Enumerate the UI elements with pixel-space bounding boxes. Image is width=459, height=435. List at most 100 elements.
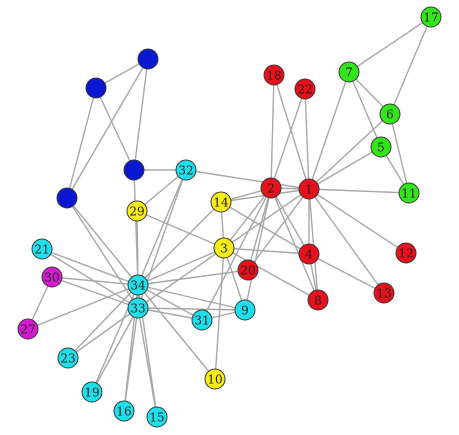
- node-5: 5: [370, 136, 392, 158]
- node-circle: [57, 347, 79, 369]
- edge-n19-n33: [91, 307, 139, 393]
- edge-b2-b3: [133, 58, 149, 171]
- edge-b4-n34: [66, 197, 139, 286]
- node-circle: [191, 309, 213, 331]
- node-circle: [338, 61, 360, 83]
- node-label: 29: [129, 205, 144, 219]
- node-circle: [41, 266, 63, 288]
- edge-n2-n31: [201, 187, 272, 321]
- node-2: 2: [260, 177, 282, 199]
- edge-n1-n13: [308, 188, 385, 294]
- node-4: 4: [298, 243, 320, 265]
- node-label: 30: [44, 271, 59, 285]
- node-12: 12: [395, 242, 417, 264]
- edge-n1-n32: [185, 169, 310, 190]
- node-circle: [113, 400, 135, 422]
- edge-n1-n3: [223, 188, 310, 249]
- node-label: 12: [398, 247, 413, 261]
- node-19: 19: [81, 381, 103, 403]
- edge-n14-n34: [137, 201, 222, 286]
- edge-n1-n20: [247, 188, 310, 271]
- edge-n2-n22: [270, 88, 306, 189]
- node-15: 15: [146, 406, 168, 428]
- node-circle: [81, 381, 103, 403]
- edge-n3-n29: [136, 210, 225, 249]
- node-circle: [398, 182, 420, 204]
- node-18: 18: [263, 64, 285, 86]
- node-b3: [123, 159, 145, 181]
- node-label: 32: [178, 164, 193, 178]
- node-circle: [175, 159, 197, 181]
- node-7: 7: [338, 61, 360, 83]
- node-34: 34: [127, 274, 149, 296]
- node-8: 8: [307, 289, 329, 311]
- node-circle: [127, 297, 149, 319]
- node-13: 13: [373, 282, 395, 304]
- node-circle: [126, 200, 148, 222]
- node-circle: [294, 78, 316, 100]
- node-label: 31: [194, 314, 209, 328]
- edge-n1-n8: [308, 188, 319, 301]
- node-9: 9: [234, 299, 256, 321]
- node-circle: [17, 318, 39, 340]
- edge-n2-n4: [270, 187, 310, 255]
- edge-b1-b4: [66, 87, 97, 199]
- node-23: 23: [57, 347, 79, 369]
- node-label: 18: [266, 69, 281, 83]
- edge-b1-b3: [95, 87, 135, 171]
- node-circle: [237, 259, 259, 281]
- edge-n3-n10: [214, 247, 225, 380]
- node-30: 30: [41, 266, 63, 288]
- node-32: 32: [175, 159, 197, 181]
- node-22: 22: [294, 78, 316, 100]
- edge-n29-n32: [136, 169, 187, 212]
- node-circle: [373, 282, 395, 304]
- edge-n2-n20: [247, 187, 272, 271]
- node-circle: [213, 237, 235, 259]
- node-circle: [307, 289, 329, 311]
- edge-n30-n34: [51, 276, 139, 286]
- node-14: 14: [210, 191, 232, 213]
- node-circle: [379, 103, 401, 125]
- node-20: 20: [237, 259, 259, 281]
- node-circle: [56, 187, 78, 209]
- edge-n21-n34: [41, 248, 139, 286]
- node-label: 20: [240, 264, 255, 278]
- node-3: 3: [213, 237, 235, 259]
- node-circle: [263, 64, 285, 86]
- edge-n1-n12: [308, 188, 407, 254]
- node-label: 27: [20, 323, 35, 337]
- node-circle: [298, 178, 320, 200]
- edges-layer: [27, 16, 432, 418]
- node-29: 29: [126, 200, 148, 222]
- node-label: 14: [213, 196, 229, 210]
- edge-n20-n34: [137, 269, 249, 286]
- edge-n7-n17: [348, 16, 432, 73]
- edge-n1-n18: [273, 74, 310, 190]
- node-label: 10: [207, 373, 222, 387]
- node-label: 4: [305, 248, 313, 262]
- edge-n3-n4: [223, 247, 310, 255]
- edge-n3-n33: [137, 247, 225, 309]
- node-b4: [56, 187, 78, 209]
- node-31: 31: [191, 309, 213, 331]
- node-label: 15: [149, 411, 164, 425]
- node-label: 2: [267, 182, 275, 196]
- node-label: 13: [376, 287, 391, 301]
- node-circle: [260, 177, 282, 199]
- node-circle: [395, 242, 417, 264]
- edge-n3-n34: [137, 247, 225, 286]
- node-label: 9: [241, 304, 249, 318]
- edge-b3-n34: [133, 169, 139, 286]
- node-label: 33: [130, 302, 145, 316]
- edge-n9-n34: [137, 284, 246, 311]
- node-label: 1: [305, 183, 313, 197]
- node-label: 17: [423, 11, 438, 25]
- edge-n1-n22: [304, 88, 310, 190]
- node-circle: [31, 238, 53, 260]
- edge-n1-n5: [308, 146, 382, 190]
- node-label: 3: [220, 242, 228, 256]
- node-11: 11: [398, 182, 420, 204]
- node-circle: [210, 191, 232, 213]
